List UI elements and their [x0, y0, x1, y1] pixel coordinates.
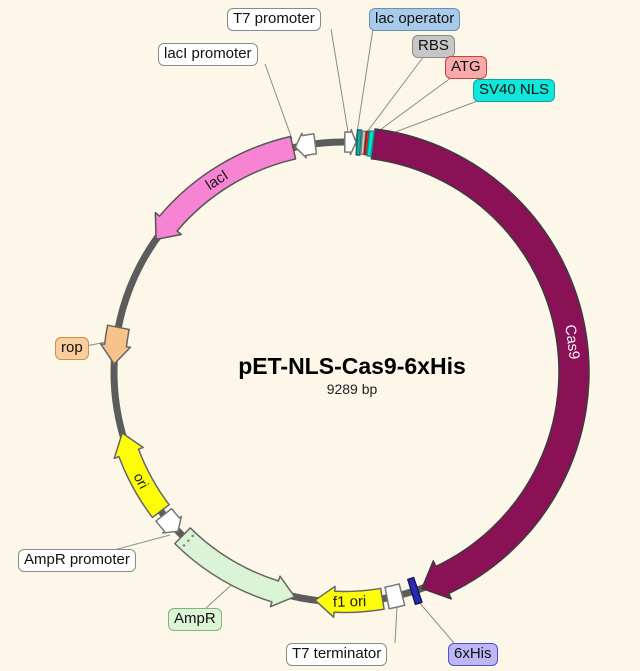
feature-laci-promoter[interactable]	[294, 132, 318, 159]
leader-line-laci-promoter	[264, 63, 293, 140]
callout-atg[interactable]: ATG	[445, 56, 487, 79]
feature-ampr[interactable]	[174, 527, 296, 608]
callout-rbs[interactable]: RBS	[412, 35, 455, 58]
cleavage-dot-2	[182, 544, 186, 547]
feature-arc-label-cas9: Cas9	[561, 324, 582, 361]
feature-t7-terminator[interactable]	[384, 583, 406, 610]
feature-f1-ori[interactable]	[314, 585, 385, 619]
leader-line-t7-promoter	[330, 28, 350, 139]
feature-arc-label-f1-ori: f1 ori	[333, 593, 367, 611]
leader-line-rop	[85, 341, 107, 347]
feature-ampr-promoter[interactable]	[155, 507, 183, 534]
feature-laci[interactable]	[154, 135, 297, 241]
callout-rop[interactable]: rop	[55, 337, 89, 360]
feature-arc-label-ori: ori	[131, 470, 152, 491]
leader-line-rbs	[360, 55, 425, 141]
leader-line-6xhis	[417, 600, 455, 644]
callout-sv40-nls[interactable]: SV40 NLS	[473, 79, 556, 102]
plasmid-title: pET-NLS-Cas9-6xHis	[238, 353, 466, 379]
callout-ampr[interactable]: AmpR	[168, 608, 222, 631]
callout-t7-promoter[interactable]: T7 promoter	[227, 8, 321, 31]
callout-laci-promoter[interactable]: lacI promoter	[158, 43, 258, 66]
leader-line-lac-operator	[355, 28, 374, 140]
feature-sv40-nls[interactable]	[366, 130, 375, 157]
feature-6xhis[interactable]	[407, 576, 423, 606]
cleavage-dot-1	[187, 539, 190, 542]
leader-line-t7-terminator	[394, 606, 398, 644]
feature-rop[interactable]	[99, 324, 132, 365]
callout-ampr-promoter[interactable]: AmpR promoter	[18, 549, 136, 572]
feature-t7-promoter[interactable]	[344, 128, 357, 156]
leader-line-ampr-promoter	[113, 534, 171, 551]
feature-lac-operator[interactable]	[355, 129, 363, 156]
feature-ori[interactable]	[113, 432, 170, 519]
feature-cas9[interactable]	[370, 128, 590, 600]
plasmid-size-bp: 9289 bp	[326, 381, 378, 397]
cleavage-dot-0	[191, 534, 195, 538]
callout-6xhis[interactable]: 6xHis	[448, 643, 498, 666]
callout-t7-terminator[interactable]: T7 terminator	[286, 643, 388, 666]
callout-lac-operator[interactable]: lac operator	[369, 8, 461, 31]
